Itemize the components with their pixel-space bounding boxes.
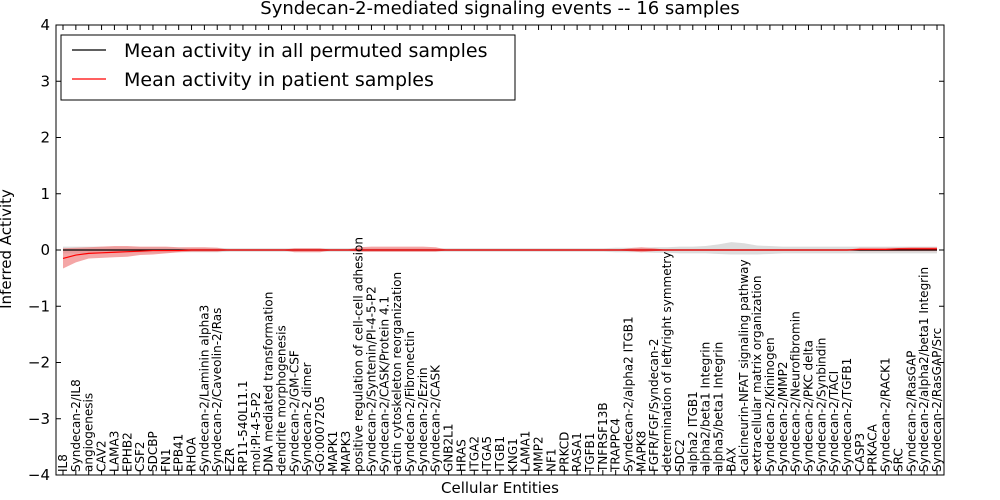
x-tick-label: positive regulation of cell-cell adhesio…: [352, 237, 366, 472]
x-tick-label: GNB2L1: [442, 424, 456, 472]
x-tick-label: Syndecan-2/RasGAP: [904, 351, 918, 472]
x-tick-label: CASP3: [853, 433, 867, 472]
x-tick-label: SDC2: [673, 439, 687, 472]
x-tick-label: TNFRSF13B: [596, 402, 610, 473]
x-tick-label: Syndecan-2/Fibronectin: [403, 331, 417, 472]
x-tick-label: Syndecan-2/RACK1: [879, 357, 893, 472]
y-tick-label: 3: [40, 72, 50, 90]
x-tick-label: Syndecan-2/Synbindin: [814, 338, 828, 472]
x-tick-label: Syndecan-2/TACI: [827, 371, 841, 472]
x-tick-label: FN1: [159, 448, 173, 472]
x-tick-label: EPHB2: [120, 432, 134, 472]
x-tick-label: Syndecan-2/CASK: [429, 364, 443, 472]
x-tick-label: calcineurin-NFAT signaling pathway: [737, 259, 751, 472]
x-tick-label: ITGB1: [493, 436, 507, 472]
legend-label-permuted: Mean activity in all permuted samples: [124, 40, 487, 62]
x-tick-label: SRC: [891, 448, 905, 472]
y-tick-label: −2: [28, 354, 50, 372]
x-tick-label: Syndecan-2 dimer: [300, 362, 314, 472]
x-tick-label: Syndecan-2/IL8: [69, 379, 83, 472]
x-tick-label: MAPK8: [634, 431, 648, 472]
x-tick-label: PRKCD: [557, 432, 571, 472]
x-tick-label: Syndecan-2/Ezrin: [416, 367, 430, 472]
x-axis-label: Cellular Entities: [441, 479, 559, 497]
series-band-1: [63, 246, 937, 269]
x-tick-label: IL8: [56, 454, 70, 472]
series-line-1: [62, 248, 937, 260]
y-axis-ticks: −4 −3 −2 −1 0 1 2 3 4: [28, 16, 944, 484]
x-tick-label: EZR: [223, 448, 237, 472]
x-tick-label: CSF2: [133, 441, 147, 472]
x-tick-label: alpha2/beta1 Integrin: [699, 342, 713, 472]
x-tick-label: RASA1: [570, 432, 584, 472]
y-tick-label: 2: [40, 129, 50, 147]
x-tick-label: TRAPPC4: [609, 418, 623, 473]
y-axis-label: Inferred Activity: [0, 189, 15, 309]
x-tick-label: alpha2 ITGB1: [686, 391, 700, 472]
x-tick-label: MMP2: [532, 436, 546, 472]
x-tick-label: ITGA2: [467, 436, 481, 472]
x-tick-label: LAMA1: [519, 431, 533, 472]
x-tick-label: Syndecan-2/GM-CSF: [287, 350, 301, 472]
y-tick-label: −3: [28, 410, 50, 428]
x-tick-label: actin cytoskeleton reorganization: [390, 272, 404, 472]
x-tick-label: HRAS: [454, 439, 468, 472]
x-tick-label: ITGA5: [480, 436, 494, 472]
plot-frame: [55, 24, 945, 476]
x-tick-label: Syndecan-2/alpha2 ITGB1: [622, 316, 636, 472]
y-tick-label: −4: [28, 466, 50, 484]
legend-label-patient: Mean activity in patient samples: [124, 69, 434, 91]
x-tick-label: LAMA3: [107, 431, 121, 472]
x-tick-label: Syndecan-2/Syntenin/PI-4-5-P2: [364, 286, 378, 472]
x-tick-label: Syndecan-2/Caveolin-2/Ras: [210, 308, 224, 472]
legend-box: [60, 34, 516, 101]
y-tick-label: 4: [40, 16, 50, 34]
x-tick-label: FGFR/FGF/Syndecan-2: [647, 339, 661, 472]
series-band-0: [63, 242, 937, 255]
x-axis-ticks: IL8Syndecan-2/IL8angiogenesisCAV2LAMA3EP…: [56, 25, 944, 475]
x-tick-label: CAV2: [95, 440, 109, 472]
chart-title: Syndecan-2-mediated signaling events -- …: [260, 0, 739, 19]
x-tick-label: Syndecan-2/RasGAP/Src: [930, 328, 944, 472]
x-tick-label: TGFB1: [583, 433, 597, 473]
x-tick-label: Syndecan-2/alpha2/beta1 Integrin: [917, 267, 931, 472]
x-tick-label: MAPK1: [326, 431, 340, 472]
legend: Mean activity in all permuted samples Me…: [60, 34, 516, 101]
x-tick-label: Syndecan-2/Laminin alpha3: [197, 305, 211, 472]
x-tick-label: KNG1: [506, 438, 520, 472]
y-tick-label: 0: [40, 241, 50, 259]
x-tick-label: Syndecan-2/TGFB1: [840, 358, 854, 472]
x-tick-label: Syndecan-2/CASK/Protein 4.1: [377, 296, 391, 472]
x-tick-label: Syndecan-2/PKC delta: [801, 340, 815, 472]
x-tick-label: SDCBP: [146, 431, 160, 472]
x-tick-label: Syndecan-2/Neurofibromin: [789, 311, 803, 472]
x-tick-label: NF1: [544, 448, 558, 472]
x-tick-label: extracellular matrix organization: [750, 276, 764, 473]
x-tick-label: alpha5/beta1 Integrin: [712, 342, 726, 472]
x-tick-label: RHOA: [185, 436, 199, 472]
x-tick-label: dendrite morphogenesis: [275, 325, 289, 472]
x-tick-label: GO:0007205: [313, 396, 327, 472]
confidence-bands: [63, 242, 937, 269]
y-tick-label: −1: [28, 297, 50, 315]
x-tick-label: BAX: [724, 447, 738, 472]
x-tick-label: Syndecan-2/MMP2: [776, 362, 790, 472]
x-tick-label: RP11-540L11.1: [236, 381, 250, 472]
x-tick-label: Syndecan-2/Kininogen: [763, 337, 777, 472]
x-tick-label: DNA mediated transformation: [262, 292, 276, 472]
x-tick-label: mol:PI-4-5-P2: [249, 392, 263, 472]
y-tick-label: 1: [40, 185, 50, 203]
x-tick-label: PRKACA: [866, 423, 880, 472]
x-tick-label: MAPK3: [339, 431, 353, 472]
x-tick-label: angiogenesis: [82, 393, 96, 472]
series-lines: [62, 248, 937, 260]
x-tick-label: determination of left/right symmetry: [660, 252, 674, 472]
x-tick-label: EPB41: [172, 434, 186, 472]
